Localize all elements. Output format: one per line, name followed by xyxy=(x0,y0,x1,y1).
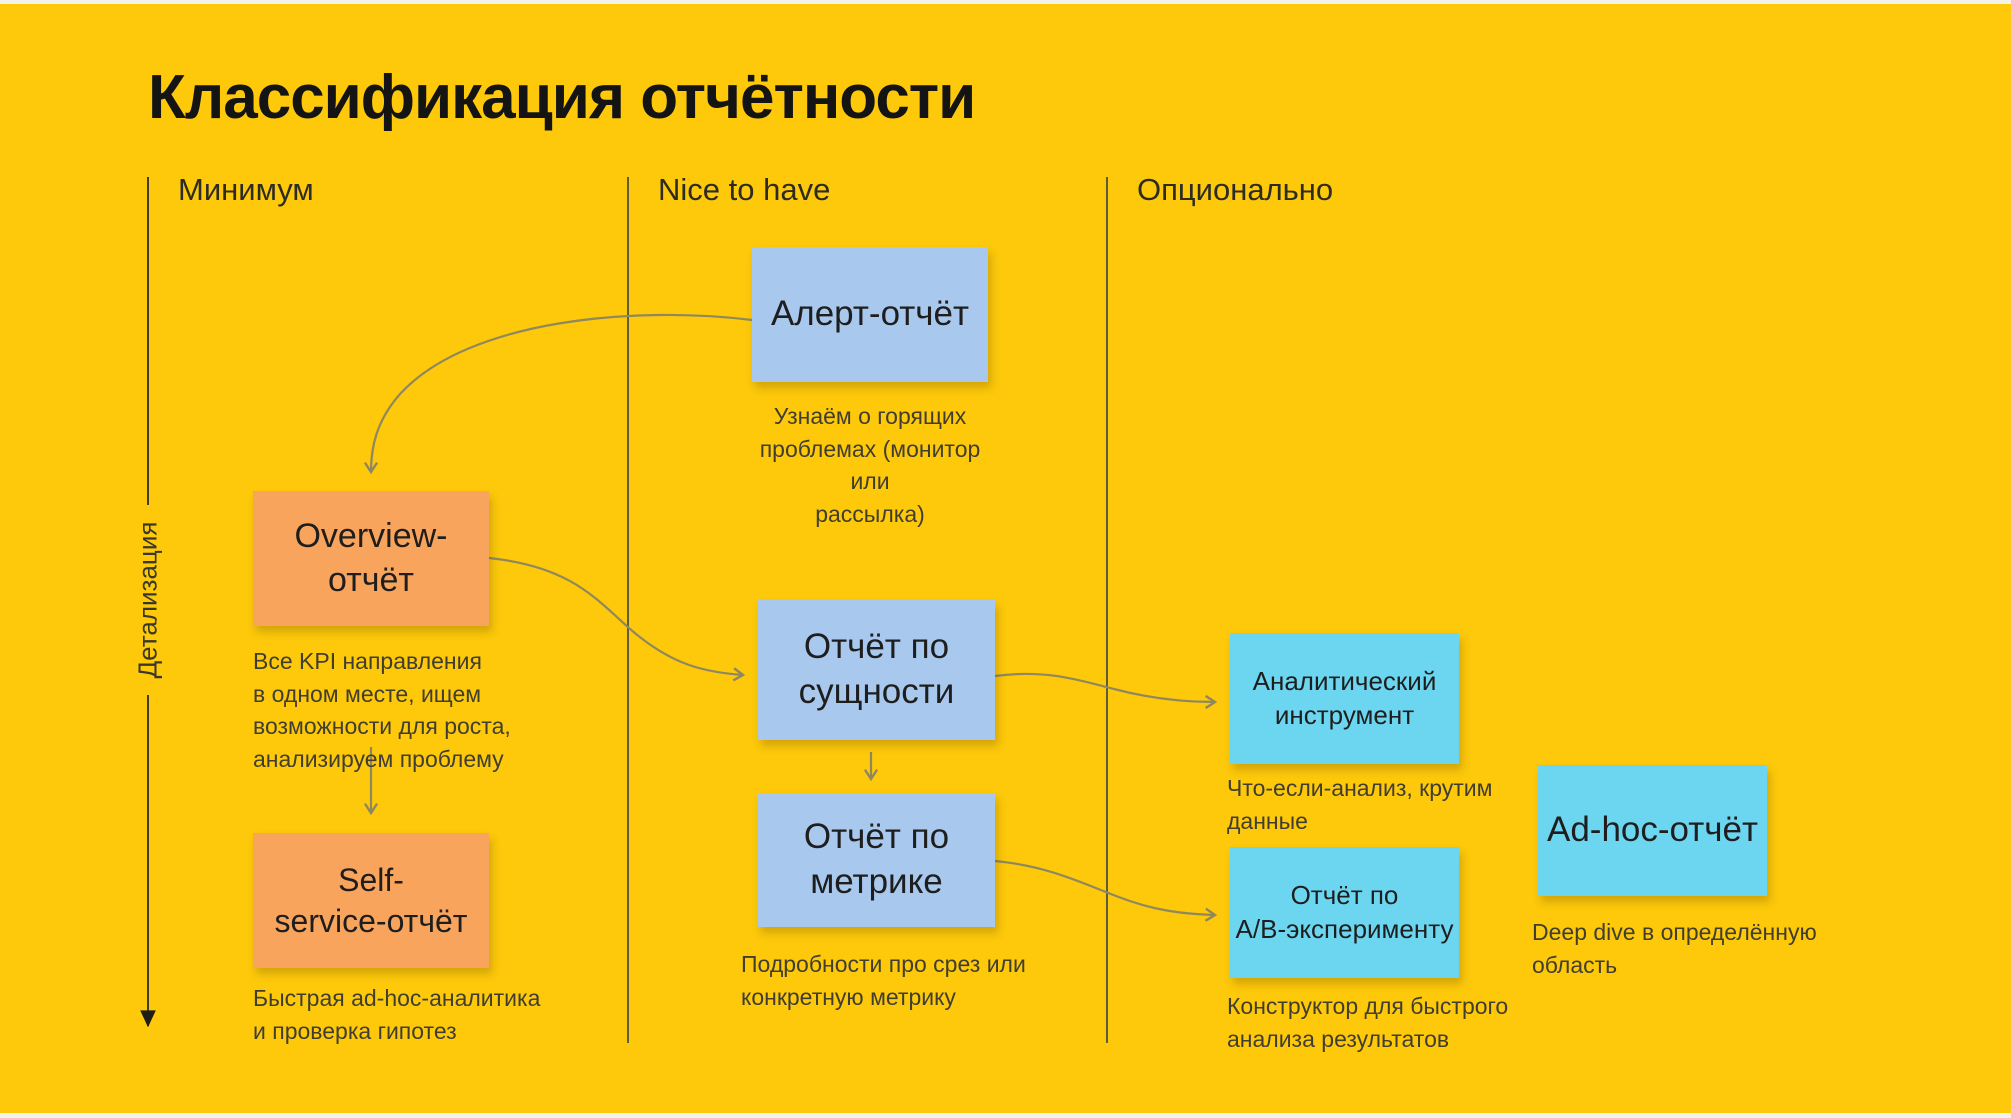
page-title[interactable]: Классификация отчётности xyxy=(148,63,976,132)
caption-metric-report[interactable]: Подробности про срез или конкретную метр… xyxy=(741,951,1026,1010)
caption-ad-hoc-report[interactable]: Deep dive в определённую область xyxy=(1532,919,1817,978)
card-self-service-report[interactable]: Self- service-отчёт xyxy=(253,833,489,968)
detail-axis-label[interactable]: Детализация xyxy=(132,521,163,679)
column-header-minimum[interactable]: Минимум xyxy=(178,172,314,207)
caption-alert-report[interactable]: Узнаём о горящих проблемах (монитор или … xyxy=(759,403,981,527)
connector-metric-to-ab xyxy=(994,859,1218,922)
column-header-nice-to-have[interactable]: Nice to have xyxy=(658,172,831,207)
connector-alert-to-overview xyxy=(363,313,753,475)
column-header-optional[interactable]: Опционально xyxy=(1137,172,1334,207)
card-ab-experiment-report[interactable]: Отчёт по A/B-эксперименту xyxy=(1230,847,1459,978)
caption-ab-experiment-report[interactable]: Конструктор для быстрого анализа результ… xyxy=(1227,993,1509,1052)
bottom-edge xyxy=(0,1113,2011,1118)
card-entity-report[interactable]: Отчёт по сущности xyxy=(758,600,995,740)
card-ad-hoc-report[interactable]: Ad-hoc-отчёт xyxy=(1538,765,1767,896)
caption-overview-report[interactable]: Все KPI направления в одном месте, ищем … xyxy=(253,648,511,772)
card-analytic-tool[interactable]: Аналитический инструмент xyxy=(1230,633,1459,764)
card-overview-report[interactable]: Overview- отчёт xyxy=(253,491,489,626)
top-edge xyxy=(0,0,2011,4)
card-alert-report[interactable]: Алерт-отчёт xyxy=(752,247,988,382)
card-metric-report[interactable]: Отчёт по метрике xyxy=(758,793,995,927)
caption-analytic-tool[interactable]: Что-если-анализ, крутим данные xyxy=(1227,775,1493,834)
caption-self-service-report[interactable]: Быстрая ad-hoc-аналитика и проверка гипо… xyxy=(253,985,541,1044)
connector-entity-to-tool xyxy=(994,672,1218,710)
connector-overview-to-entity xyxy=(488,556,746,682)
